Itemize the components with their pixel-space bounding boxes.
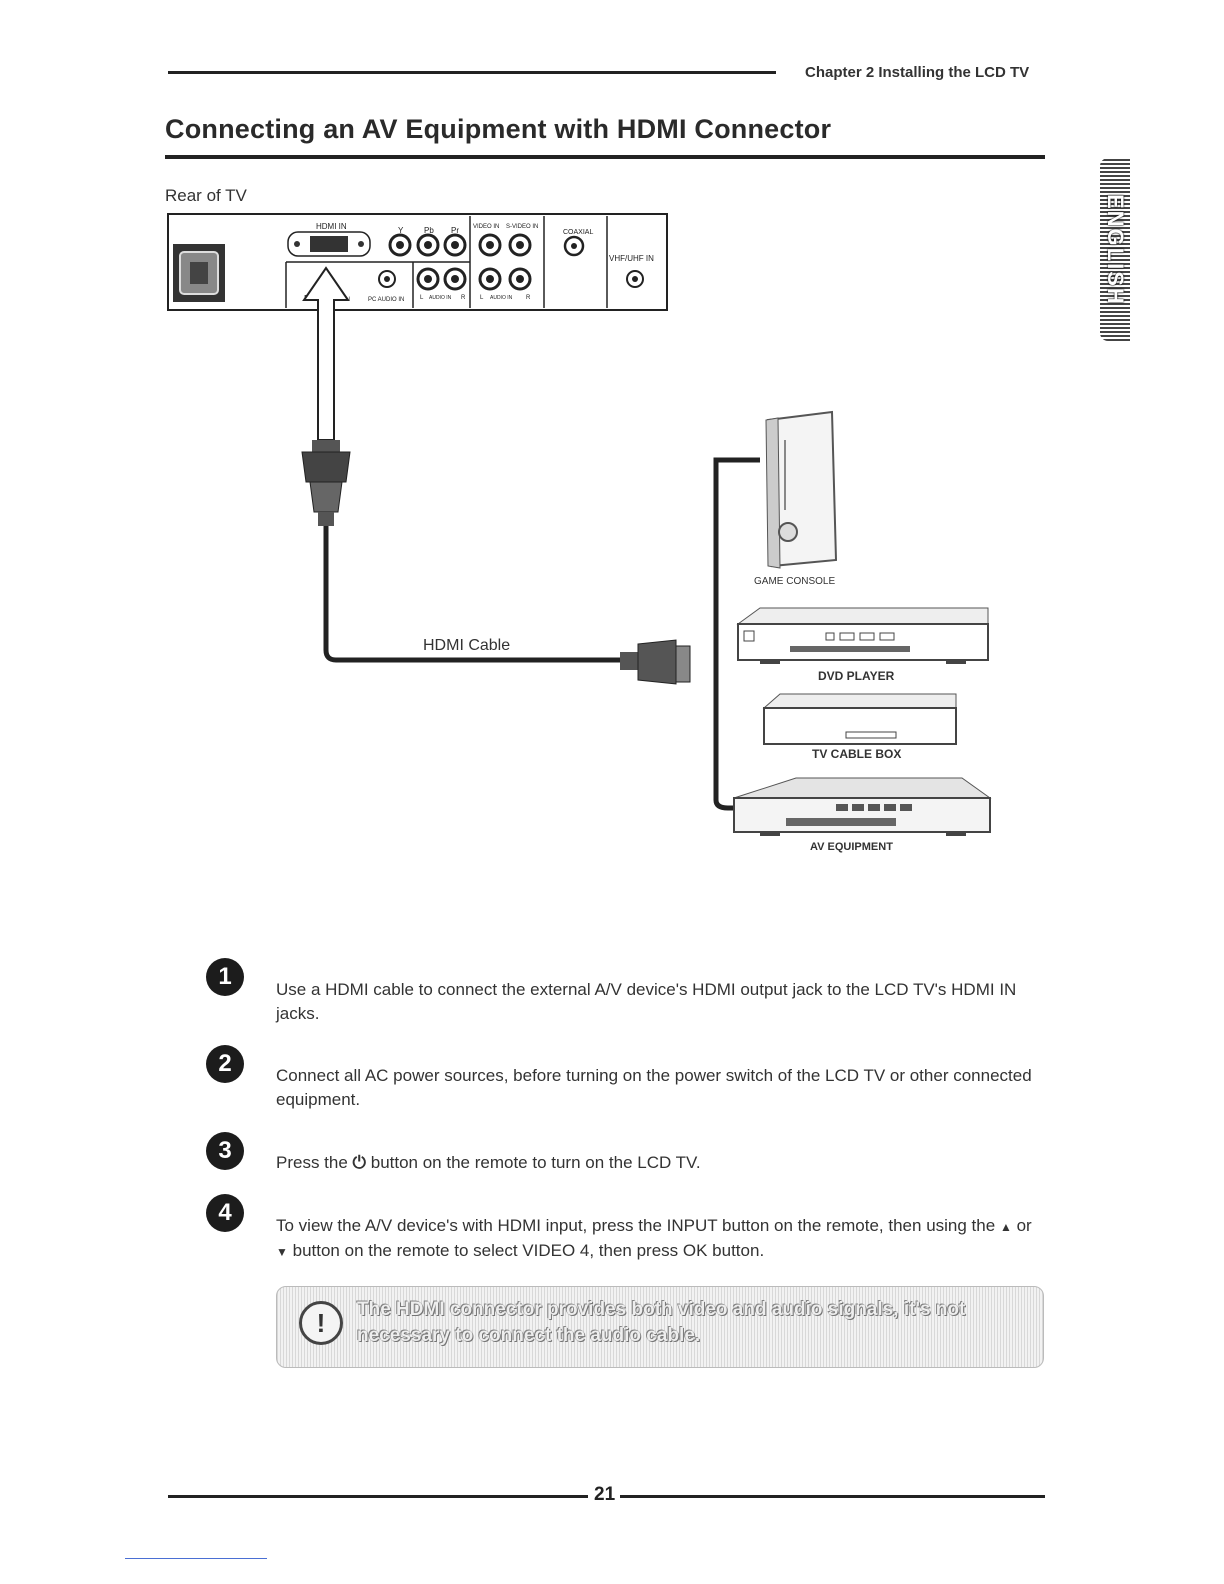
step-4-badge: 4 [206,1194,244,1232]
hdmi-in-label: HDMI IN [316,222,347,231]
audio-l-2-label: L [480,295,484,301]
page-title: Connecting an AV Equipment with HDMI Con… [165,114,832,144]
audio-r-label: R [461,295,466,301]
dvd-player-label: DVD PLAYER [818,669,895,683]
hdmi-cable [323,526,620,663]
footer-link-line [125,1558,267,1559]
hdmi-plug-device [620,639,691,685]
footer-rule-right [620,1495,1045,1498]
av-equipment-label: AV EQUIPMENT [810,841,893,853]
vhf-uhf-label: VHF/UHF IN [609,254,654,263]
component-jacks [378,233,644,291]
pb-label: Pb [424,226,434,235]
language-tab: ENGLISH [1100,158,1130,341]
hdmi-plug-tv [301,440,351,526]
tv-rear-panel: HDMI IN Y Pb Pr VIDEO IN S-VIDEO IN COAX… [167,213,668,311]
audio-l-label: L [420,295,424,301]
page-number: 21 [594,1484,616,1505]
step-3-text-after: button on the remote to turn on the LCD … [370,1153,701,1172]
pr-label: Pr [451,226,459,235]
video-in-label: VIDEO IN [473,224,499,230]
header-rule [168,71,776,74]
step-2-text: Connect all AC power sources, before tur… [276,1066,1032,1109]
step-1-text: Use a HDMI cable to connect the external… [276,980,1017,1023]
step-4-text-b: button on the remote to select VIDEO 4, … [292,1241,765,1260]
tv-cable-box-icon [762,693,957,745]
exclamation-icon: ! [299,1301,343,1345]
step-4-text: To view the A/V device's with HDMI input… [276,1214,1036,1264]
game-console-label: GAME CONSOLE [754,576,835,587]
audio-in-2-label: AUDIO IN [490,295,513,301]
dvd-player-icon [736,607,989,664]
note-box: ! The HDMI connector provides both video… [276,1286,1044,1368]
pc-audio-in-label: PC AUDIO IN [368,297,404,303]
connection-diagram: HDMI IN Y Pb Pr VIDEO IN S-VIDEO IN COAX… [167,213,992,853]
step-3-text: Press the ⏻ button on the remote to turn… [276,1151,1036,1175]
down-arrow-icon: ▼ [276,1245,288,1259]
game-console-icon [765,410,838,569]
language-tab-label: ENGLISH [1103,193,1128,306]
note-text: The HDMI connector provides both video a… [357,1299,966,1346]
audio-in-label: AUDIO IN [429,295,452,301]
audio-r-2-label: R [526,295,531,301]
title-underline [165,155,1045,159]
step-1-badge: 1 [206,958,244,996]
footer-rule-left [168,1495,588,1498]
step-2-badge: 2 [206,1045,244,1083]
device-bus-line [713,457,760,811]
chapter-heading: Chapter 2 Installing the LCD TV [805,64,1030,81]
step-3-badge: 3 [206,1132,244,1170]
step-3-text-before: Press the [276,1153,348,1172]
power-icon: ⏻ [352,1153,366,1172]
tv-cable-box-label: TV CABLE BOX [812,747,901,761]
coaxial-label: COAXIAL [563,229,593,236]
step-4-text-or: or [1016,1216,1032,1235]
av-equipment-icon [733,777,992,836]
insert-arrow [302,266,350,441]
hdmi-cable-label: HDMI Cable [423,637,510,654]
svideo-in-label: S-VIDEO IN [506,224,538,230]
y-label: Y [398,226,404,235]
rear-of-tv-label: Rear of TV [165,186,247,205]
step-4-text-a: To view the A/V device's with HDMI input… [276,1216,996,1235]
up-arrow-icon: ▲ [999,1220,1012,1234]
